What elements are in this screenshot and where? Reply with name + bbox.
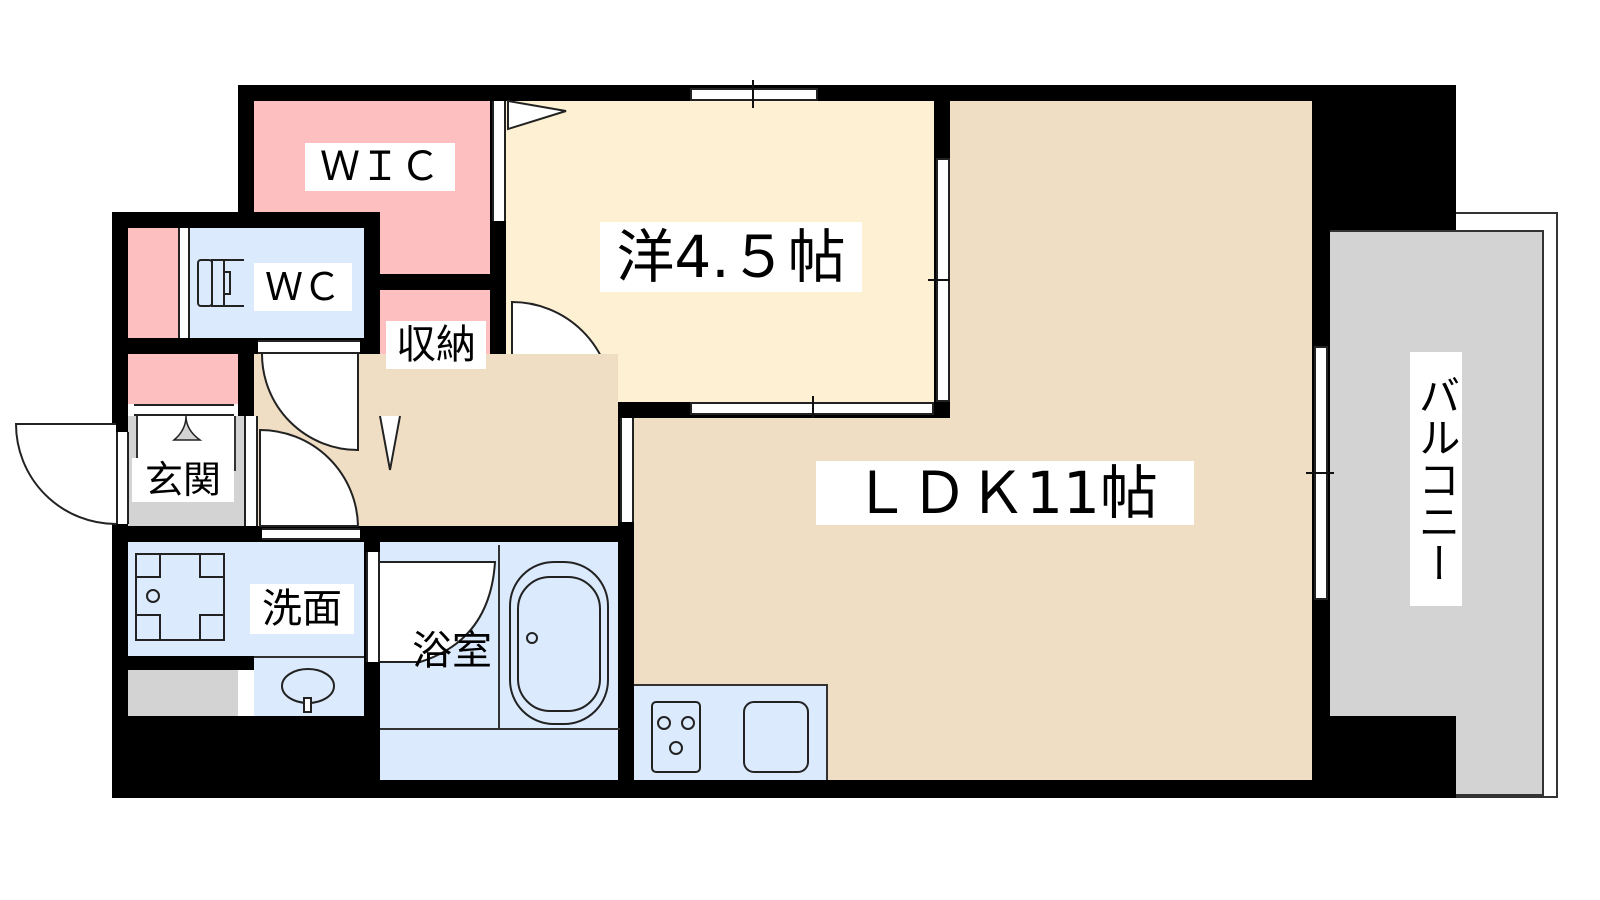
- bathroom-floor-line: [380, 728, 618, 730]
- wic-room-lower: [380, 212, 492, 274]
- ldk-label: ＬＤＫ11帖: [816, 461, 1194, 525]
- kitchen-sink-icon: [743, 701, 809, 773]
- kitchen-counter: [634, 684, 828, 780]
- balcony-lower: [1456, 716, 1544, 796]
- wc-door-swing-icon: [261, 353, 359, 452]
- outer-wall-bottom: [112, 780, 1456, 798]
- wic-door-swing-icon: [507, 99, 567, 131]
- toilet-icon: [197, 259, 244, 307]
- bathtub-icon: [509, 561, 609, 725]
- shoe-closet-door[interactable]: [134, 404, 234, 416]
- hallway-partition: [244, 416, 258, 526]
- washroom-bottom-block: [112, 716, 380, 798]
- wic-label: ＷＩＣ: [305, 143, 455, 191]
- window-mark: [812, 396, 814, 422]
- outer-wall-right-top-block: [1312, 85, 1456, 230]
- bathroom-label: 浴室: [412, 628, 492, 674]
- washroom-mid-wall: [128, 656, 254, 670]
- balcony-rail-right: [1556, 212, 1558, 798]
- balcony-rail-bottom: [1456, 796, 1558, 798]
- outer-wall-left-upper: [238, 85, 254, 225]
- bathroom-door[interactable]: [366, 552, 380, 662]
- storage-door-swing-icon: [379, 415, 401, 471]
- washroom-storage: [128, 670, 238, 716]
- wc-door[interactable]: [258, 340, 360, 354]
- window-mark: [752, 80, 754, 108]
- window-western-top[interactable]: [690, 88, 818, 101]
- shoe-closet-swing-icon: [171, 415, 203, 441]
- wc-label: ＷＣ: [254, 263, 352, 311]
- washroom-door-swing-icon: [259, 428, 360, 527]
- western-room-label: 洋4.５帖: [600, 222, 862, 292]
- sink-icon: [281, 668, 335, 713]
- balcony-rail-top: [1456, 212, 1558, 230]
- washing-machine-icon: [135, 553, 225, 641]
- washroom-label: 洗面: [250, 584, 354, 634]
- balcony-label: バルコニー: [1410, 352, 1462, 606]
- window-mark: [1306, 472, 1334, 474]
- outer-wall-right-bottom-block: [1312, 715, 1456, 798]
- outer-wall-wc-top: [112, 212, 380, 228]
- wic-bottom-wall: [380, 274, 506, 290]
- ldk-room: [950, 101, 1312, 780]
- entrance-label: 玄関: [132, 458, 234, 502]
- storage-label: 収納: [386, 321, 486, 369]
- wc-closet: [128, 228, 178, 338]
- entrance-shoe-closet: [128, 354, 238, 404]
- entrance-closet-wall: [238, 338, 254, 416]
- stove-icon: [651, 701, 701, 773]
- bathroom-door-swing-icon: [380, 561, 497, 663]
- window-mark: [928, 279, 956, 281]
- entrance-door-swing-icon[interactable]: [12, 422, 118, 526]
- hallway-bottom-wall: [112, 526, 632, 542]
- washroom-door[interactable]: [262, 528, 360, 540]
- wc-partition: [178, 228, 190, 338]
- entrance-door-frame: [116, 432, 129, 524]
- outer-wall-top: [238, 85, 1456, 101]
- wic-door[interactable]: [492, 101, 506, 221]
